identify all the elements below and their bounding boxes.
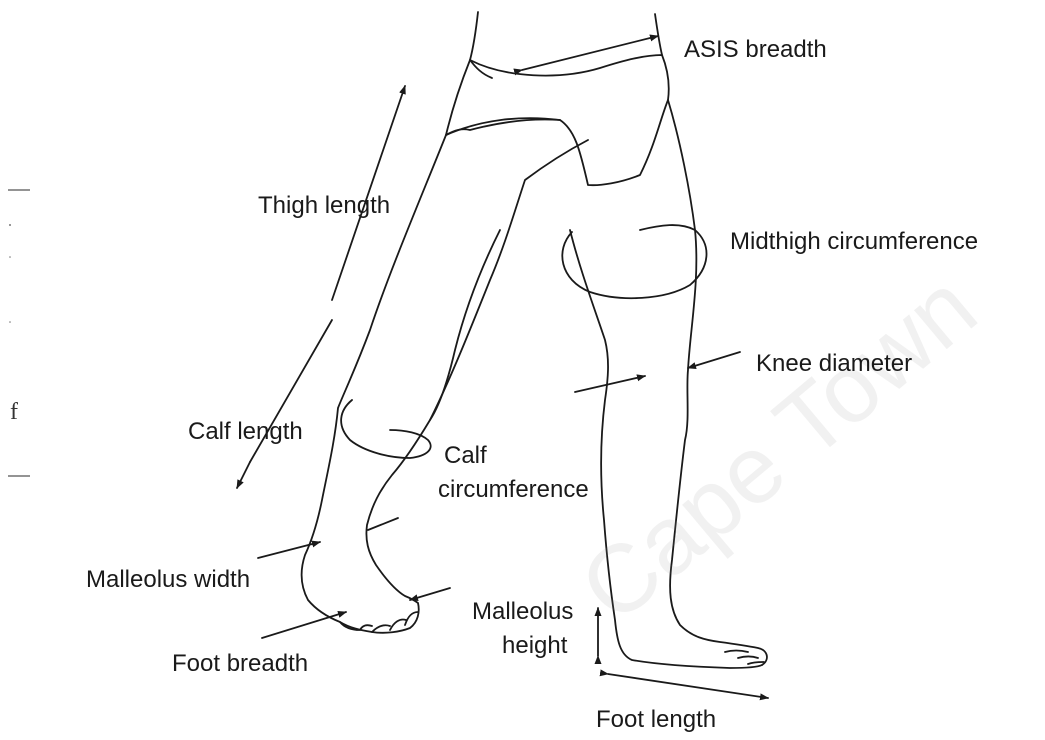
label-calf-length: Calf length <box>188 418 303 446</box>
asis-breadth-arrow <box>522 36 658 70</box>
knee-diameter-arrow-right <box>688 352 740 368</box>
calf-circumference-loop <box>341 400 431 458</box>
torso-right-edge <box>655 14 662 55</box>
label-malleolus-height-line2: height <box>502 632 567 660</box>
margin-f-mark: f <box>10 400 18 424</box>
label-asis-breadth: ASIS breadth <box>684 36 827 64</box>
midthigh-circumference-loop <box>562 225 706 298</box>
label-foot-length: Foot length <box>596 706 716 734</box>
margin-dots <box>9 224 11 323</box>
label-knee-diameter: Knee diameter <box>756 350 912 378</box>
torso-left-edge <box>470 12 478 60</box>
foot-breadth-arrow-right <box>410 588 450 600</box>
right-foot-toes <box>725 651 764 665</box>
margin-dashes <box>8 190 30 476</box>
label-foot-breadth: Foot breadth <box>172 650 308 678</box>
malleolus-width-arrow-right <box>368 518 398 530</box>
left-knee-inner <box>430 230 500 420</box>
label-calf-circumference-line2: circumference <box>438 476 589 504</box>
knee-diameter-arrow-left <box>575 376 645 392</box>
thigh-fold <box>446 118 560 135</box>
calf-length-arrow-tip <box>237 462 250 488</box>
label-calf-circumference-line1: Calf <box>444 442 487 470</box>
foot-length-arrow <box>608 674 768 698</box>
foot-breadth-arrow-left <box>262 612 346 638</box>
label-thigh-length: Thigh length <box>258 192 390 220</box>
briefs-waistband <box>470 60 492 78</box>
label-midthigh-circumference: Midthigh circumference <box>730 228 978 256</box>
malleolus-width-arrow-left <box>258 542 320 558</box>
label-malleolus-height-line1: Malleolus <box>472 598 573 626</box>
label-malleolus-width: Malleolus width <box>86 566 250 594</box>
